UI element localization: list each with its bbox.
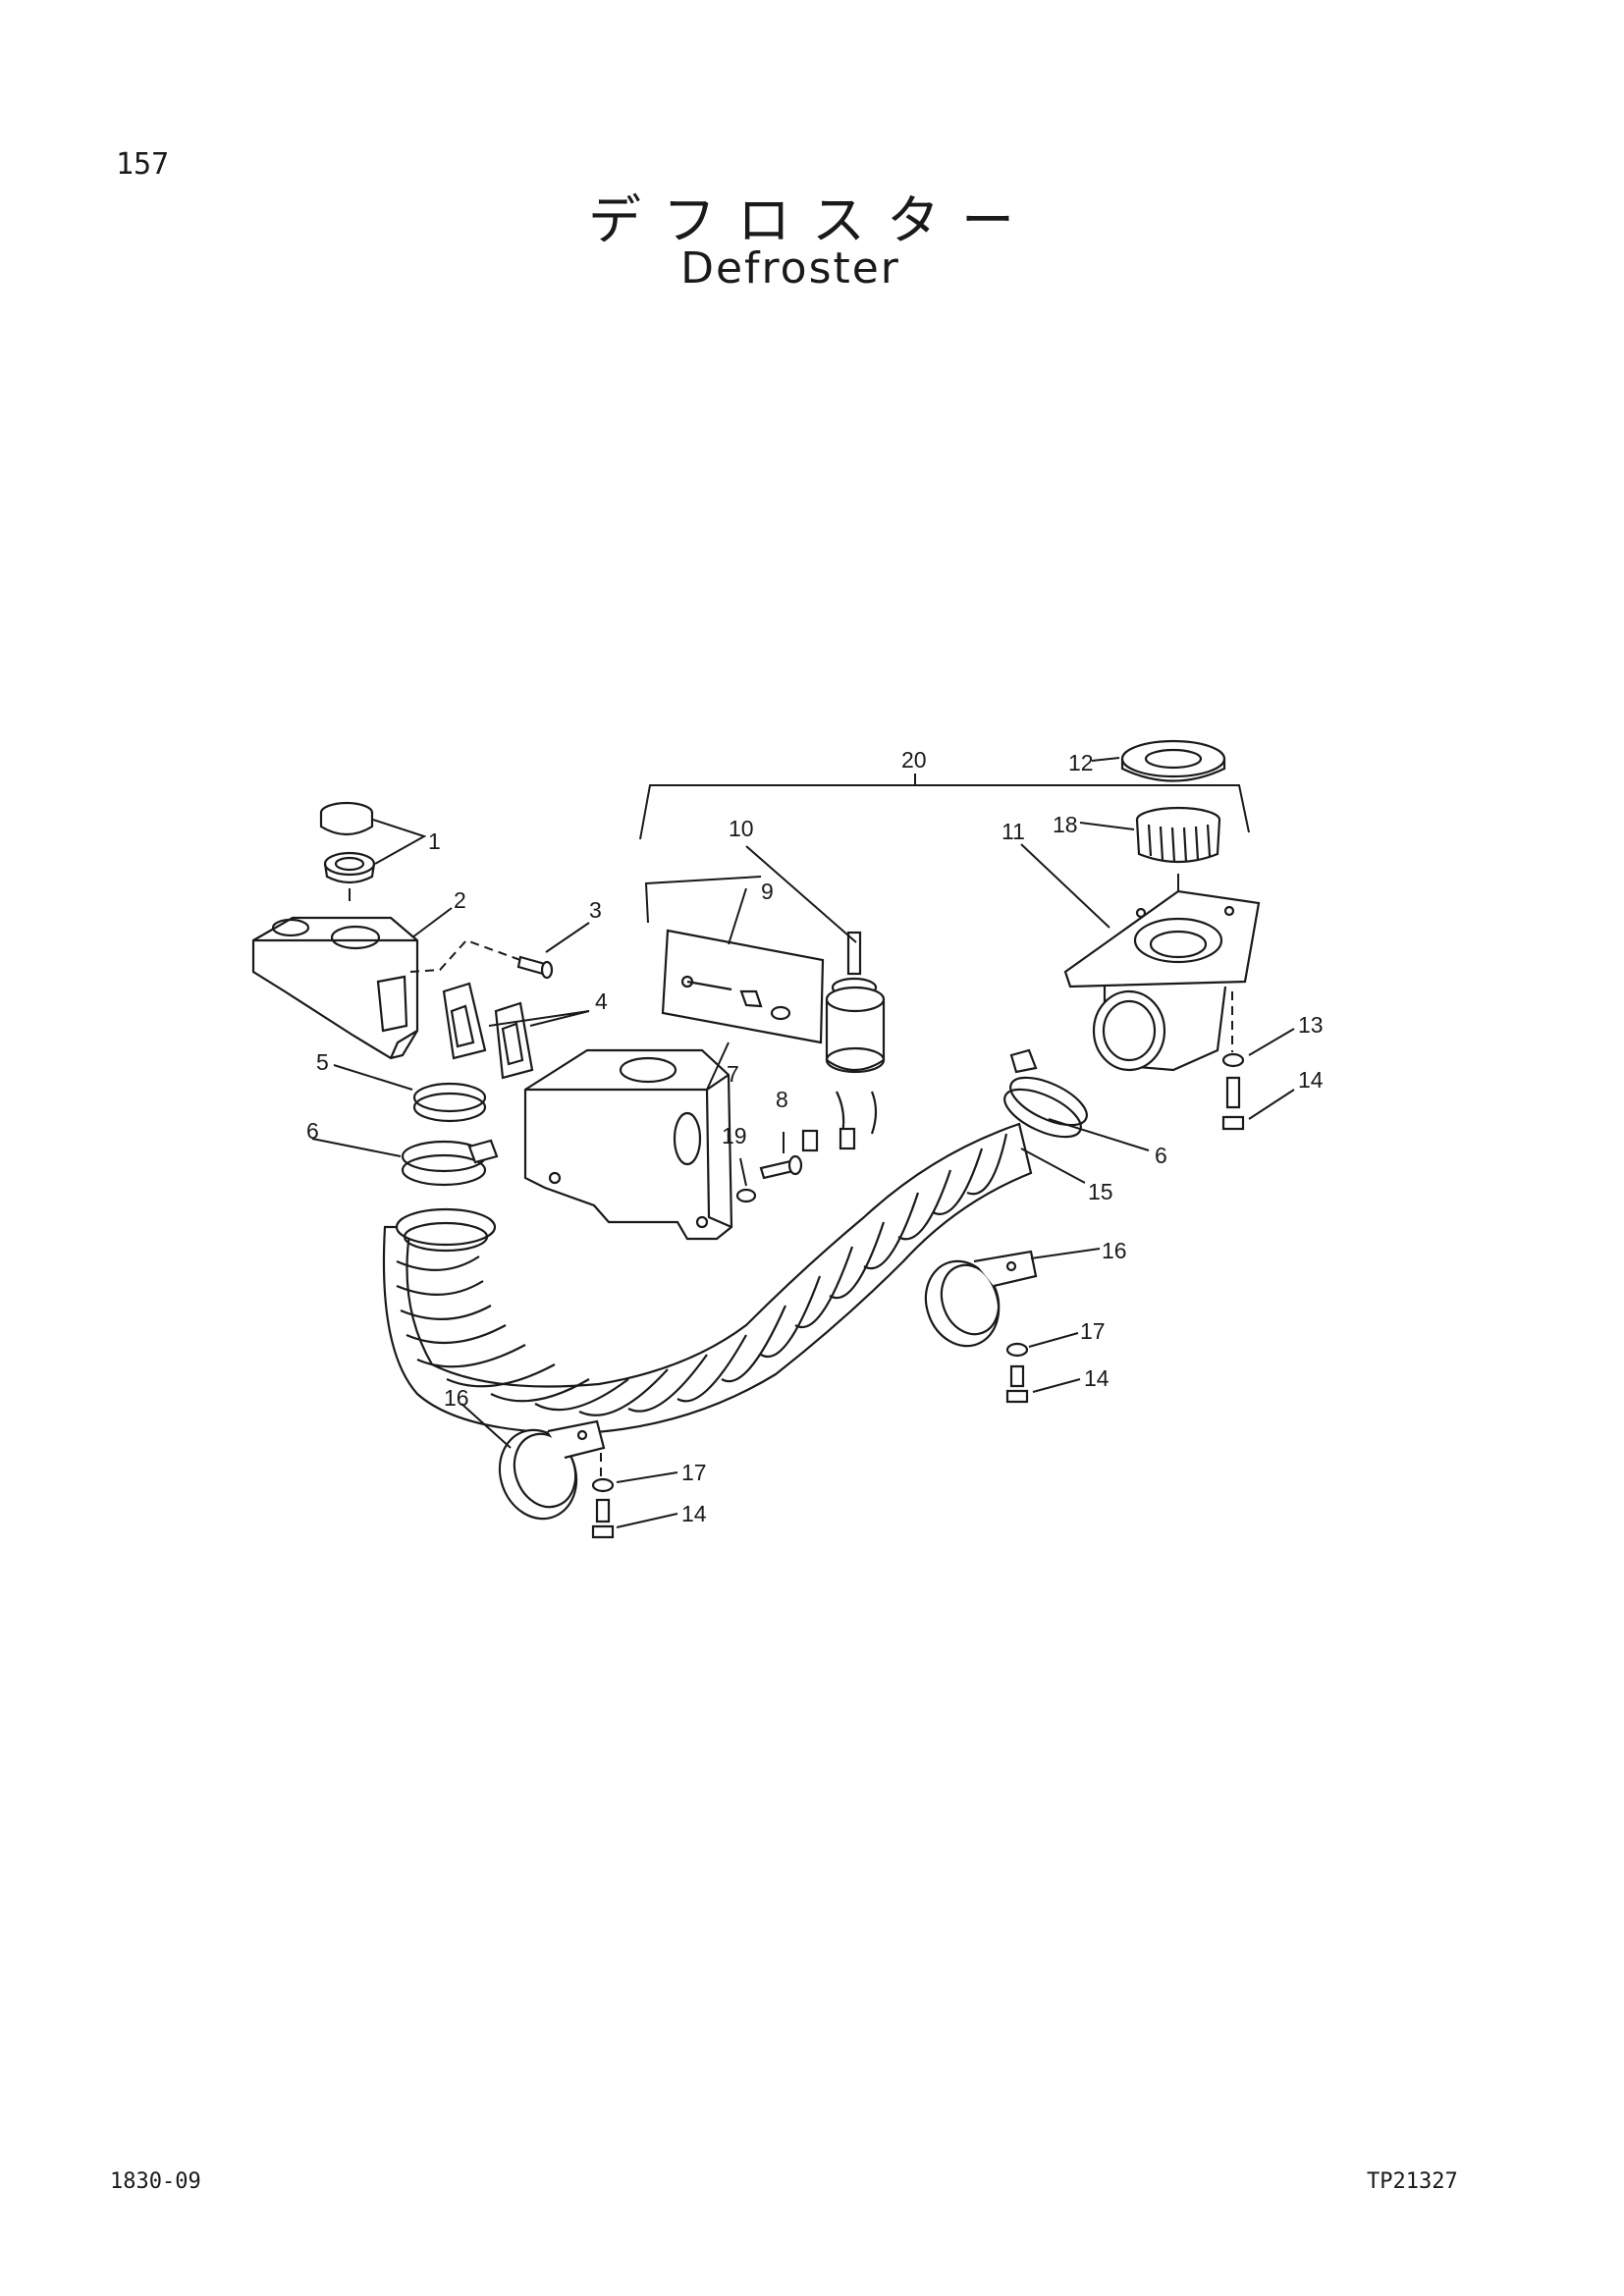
leader-lines [311, 757, 1295, 1528]
callout-4: 4 [595, 988, 608, 1014]
callout-9: 9 [761, 879, 774, 904]
callout-2: 2 [454, 887, 466, 913]
part-7-cover [523, 1048, 733, 1241]
part-11-duct-housing [1063, 889, 1261, 1072]
part-5-6-rings-clamp-left [401, 1082, 499, 1187]
callout-19: 19 [722, 1123, 747, 1148]
part-16-clip-left [498, 1419, 606, 1521]
page-title-japanese: デフロスター [588, 189, 1036, 251]
reference-code: TP21327 [1367, 2169, 1458, 2194]
page-title-english: Defroster [680, 243, 900, 294]
part-18-filter [1135, 806, 1221, 891]
part-3-screw [409, 938, 554, 980]
document-code: 1830-09 [110, 2169, 201, 2194]
part-12-flange-ring [1120, 739, 1226, 782]
part-2-nozzle-housing [251, 916, 419, 1060]
callout-20: 20 [901, 747, 927, 773]
callout-8: 8 [776, 1087, 788, 1112]
part-9-card-hardware [661, 929, 825, 1044]
callout-15: 15 [1088, 1179, 1113, 1204]
callout-14-right: 14 [1298, 1067, 1324, 1093]
part-13-14-washer-bolt-right [1221, 991, 1245, 1131]
callout-13: 13 [1298, 1012, 1324, 1038]
part-17-14-washer-bolt-middle [1005, 1342, 1029, 1404]
callout-18: 18 [1053, 812, 1078, 837]
part-10-blower-motor [801, 931, 886, 1152]
callout-12: 12 [1068, 750, 1094, 775]
callout-3: 3 [589, 897, 602, 923]
callout-11: 11 [1001, 819, 1025, 844]
callout-6-right: 6 [1155, 1143, 1167, 1168]
callout-14-left: 14 [681, 1501, 707, 1526]
part-4-gaskets [442, 982, 534, 1080]
part-8-19-screw-washer [735, 1154, 803, 1203]
callout-5: 5 [316, 1049, 329, 1075]
callout-16-left: 16 [444, 1385, 469, 1411]
callout-7: 7 [727, 1061, 739, 1087]
part-16-clip-right [924, 1250, 1038, 1348]
callout-16-right: 16 [1102, 1238, 1127, 1263]
part-17-14-washer-bolt-left [591, 1453, 615, 1539]
callout-17-left: 17 [681, 1460, 707, 1485]
page-number: 157 [116, 147, 170, 182]
callout-1: 1 [428, 828, 441, 854]
callout-10: 10 [729, 816, 754, 841]
callout-17-right: 17 [1080, 1318, 1106, 1344]
assembly-bracket-20 [639, 774, 1250, 924]
callout-14-middle: 14 [1084, 1365, 1110, 1391]
callout-6-left: 6 [306, 1118, 319, 1144]
part-1-cap-grommet [319, 801, 376, 901]
part-15-hose [382, 1122, 1033, 1435]
part-6-clamp-right [1003, 1048, 1088, 1139]
